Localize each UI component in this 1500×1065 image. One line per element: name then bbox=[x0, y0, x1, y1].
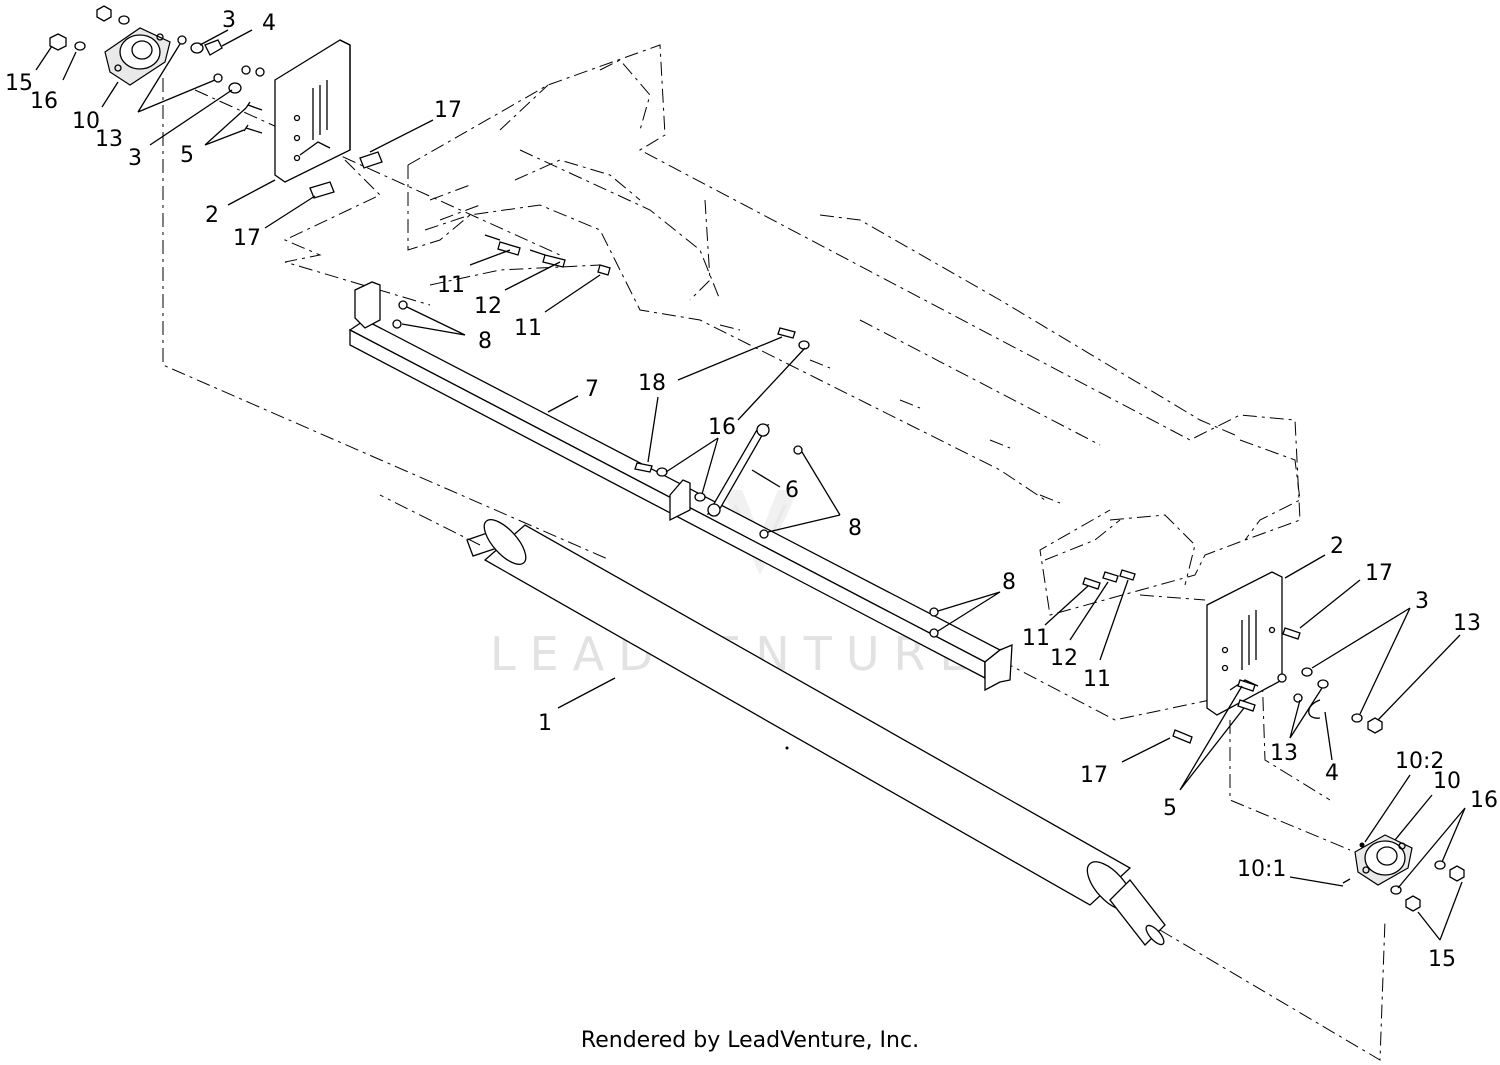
callout-labels: 15 16 10 13 3 4 3 5 17 2 17 11 12 11 8 7… bbox=[5, 8, 1498, 972]
callout-16: 16 bbox=[30, 89, 58, 114]
callout-16: 16 bbox=[708, 415, 736, 440]
bearing-right-part-10[interactable] bbox=[1342, 834, 1413, 886]
deck-frame-outline bbox=[407, 44, 1301, 616]
scraper-bar-part-7[interactable] bbox=[348, 281, 1013, 692]
callout-10-2: 10:2 bbox=[1395, 749, 1444, 774]
callout-17: 17 bbox=[1080, 763, 1108, 788]
callout-3: 3 bbox=[1415, 589, 1429, 614]
bearing-left-part-10[interactable] bbox=[104, 27, 171, 86]
footer-credit: Rendered by LeadVenture, Inc. bbox=[580, 1028, 920, 1053]
callout-4: 4 bbox=[262, 11, 276, 36]
callout-11: 11 bbox=[437, 273, 465, 298]
callout-15: 15 bbox=[5, 71, 33, 96]
callout-6: 6 bbox=[785, 478, 799, 503]
callout-13: 13 bbox=[1453, 611, 1481, 636]
callout-12: 12 bbox=[1050, 646, 1078, 671]
callout-5: 5 bbox=[180, 143, 194, 168]
callout-12: 12 bbox=[474, 294, 502, 319]
leader-lines bbox=[35, 29, 1466, 941]
callout-10: 10 bbox=[72, 109, 100, 134]
callout-11: 11 bbox=[1083, 667, 1111, 692]
callout-17: 17 bbox=[233, 226, 261, 251]
callout-8: 8 bbox=[1002, 570, 1016, 595]
hardware-frame-bolts bbox=[392, 234, 1136, 638]
callout-17: 17 bbox=[434, 98, 462, 123]
callout-13: 13 bbox=[95, 127, 123, 152]
callout-2: 2 bbox=[1330, 534, 1344, 559]
callout-13: 13 bbox=[1270, 741, 1298, 766]
callout-18: 18 bbox=[638, 371, 666, 396]
callout-15: 15 bbox=[1428, 947, 1456, 972]
callout-10: 10 bbox=[1433, 769, 1461, 794]
hardware-top-left bbox=[49, 5, 383, 199]
callout-11: 11 bbox=[514, 316, 542, 341]
link-part-6[interactable] bbox=[706, 423, 770, 517]
callout-3: 3 bbox=[128, 146, 142, 171]
callout-1: 1 bbox=[538, 711, 552, 736]
callout-5: 5 bbox=[1163, 796, 1177, 821]
callout-8: 8 bbox=[848, 516, 862, 541]
roller-part-1[interactable] bbox=[466, 513, 1167, 947]
callout-3: 3 bbox=[222, 8, 236, 33]
side-plate-left-part-2[interactable] bbox=[274, 39, 351, 183]
callout-10-1: 10:1 bbox=[1237, 857, 1286, 882]
alignment-lines bbox=[162, 78, 1386, 1061]
hardware-bottom-right bbox=[1172, 627, 1465, 912]
callout-8: 8 bbox=[478, 329, 492, 354]
callout-7: 7 bbox=[585, 377, 599, 402]
callout-4: 4 bbox=[1325, 761, 1339, 786]
callout-17: 17 bbox=[1365, 561, 1393, 586]
side-plate-right-part-2[interactable] bbox=[1206, 571, 1283, 716]
callout-11: 11 bbox=[1022, 626, 1050, 651]
callout-2: 2 bbox=[205, 203, 219, 228]
callout-16: 16 bbox=[1470, 788, 1498, 813]
